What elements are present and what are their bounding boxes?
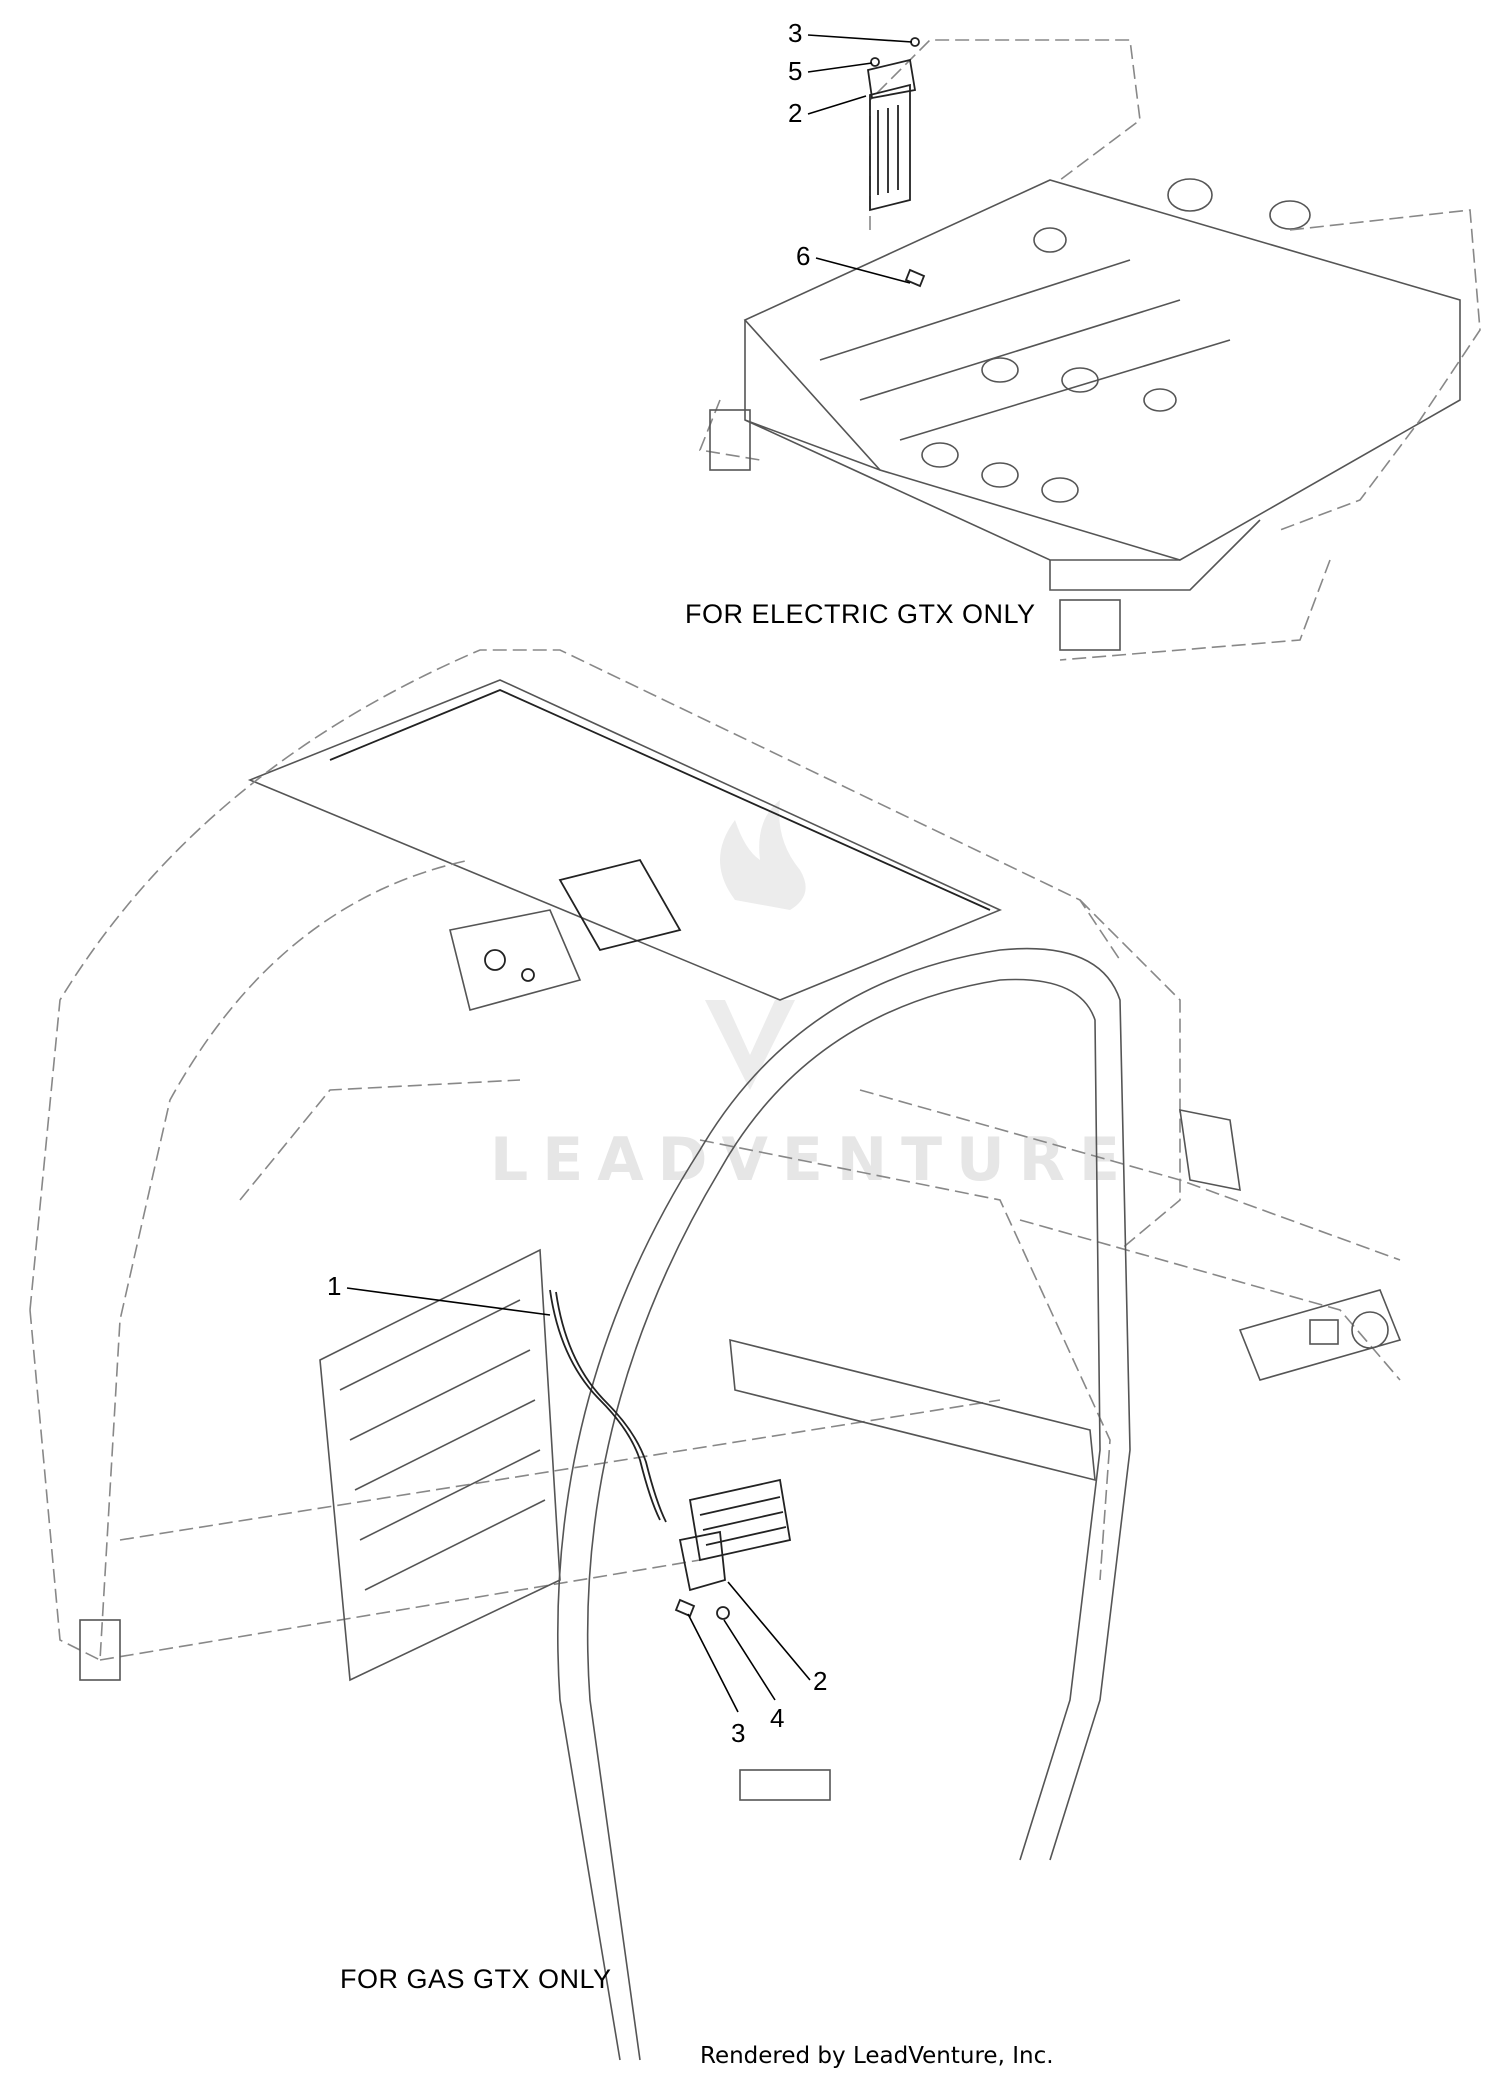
callout-gas-1: 1 (327, 1271, 341, 1301)
callout-gas-4: 4 (770, 1703, 784, 1733)
callout-electric-5: 5 (788, 56, 802, 86)
gas-frame-drawing (29, 649, 1402, 2061)
watermark-text: LEADVENTURE (490, 1125, 1134, 1195)
electric-frame-drawing (698, 37, 1481, 661)
callout-electric-6: 6 (796, 241, 810, 271)
gas-callouts: 1 2 4 3 (327, 1271, 827, 1748)
callout-gas-2: 2 (813, 1666, 827, 1696)
callout-gas-3: 3 (731, 1718, 745, 1748)
callout-electric-3: 3 (788, 18, 802, 48)
electric-callouts: 3 5 2 6 (788, 18, 913, 284)
caption-electric: FOR ELECTRIC GTX ONLY (685, 599, 1036, 629)
footer-credit: Rendered by LeadVenture, Inc. (700, 2043, 1054, 2069)
watermark: LEADVENTURE (490, 800, 1134, 1195)
caption-gas: FOR GAS GTX ONLY (340, 1964, 612, 1994)
callout-electric-2: 2 (788, 98, 802, 128)
